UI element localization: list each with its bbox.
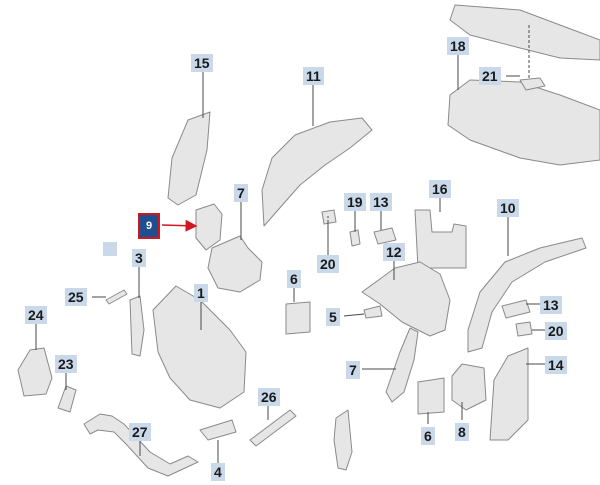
callout-7-upper[interactable]: 7 [234,184,248,202]
part-16 [414,209,467,269]
callout-20-lower[interactable]: 20 [545,322,567,340]
part-1 [152,285,247,409]
callout-24[interactable]: 24 [25,306,47,324]
callout-21[interactable]: 21 [479,67,501,85]
part-10 [467,237,587,353]
part-8 [451,363,487,411]
part-24 [17,347,53,397]
part-13-upper [373,227,397,245]
part-4 [199,419,237,441]
part-5 [363,305,383,319]
callout-12[interactable]: 12 [383,243,405,261]
part-27 [83,413,199,477]
part-20-lower [515,321,533,337]
callout-1[interactable]: 1 [194,284,208,302]
part-25 [105,289,128,305]
part-23 [57,385,77,413]
part-7-lower [385,327,419,403]
part-19 [349,229,361,247]
part-6-upper [285,301,311,335]
part-13-lower [501,299,531,319]
legend-swatch [103,242,117,256]
callout-7-lower[interactable]: 7 [346,361,360,379]
part-14 [489,347,529,441]
callout-13-lower[interactable]: 13 [540,296,562,314]
callout-15[interactable]: 15 [191,54,213,72]
part-18-panel [447,79,600,166]
callout-14[interactable]: 14 [545,356,567,374]
callout-20-upper[interactable]: 20 [317,255,339,273]
part-6-lower [417,377,445,415]
part-3 [129,295,145,357]
callout-19[interactable]: 19 [344,193,366,211]
callout-9-selected[interactable]: 9 [138,213,161,239]
part-18 [449,4,600,61]
callout-10[interactable]: 10 [497,199,519,217]
callout-25[interactable]: 25 [65,288,87,306]
callout-4[interactable]: 4 [211,463,225,481]
callout-8[interactable]: 8 [455,423,469,441]
part-9 [195,203,223,251]
part-26 [249,409,297,447]
callout-26[interactable]: 26 [258,388,280,406]
part-15 [167,111,211,206]
leader-5 [343,313,365,317]
callout-3[interactable]: 3 [132,249,146,267]
part-21 [519,77,546,91]
callout-18[interactable]: 18 [447,37,469,55]
part-2-bracket [333,409,353,471]
callout-27[interactable]: 27 [129,423,151,441]
selection-arrow [161,219,198,232]
part-20-upper [321,209,337,225]
callout-23[interactable]: 23 [55,355,77,373]
callout-5[interactable]: 5 [326,308,340,326]
callout-6-lower[interactable]: 6 [421,427,435,445]
part-7-upper [207,235,263,293]
callout-11[interactable]: 11 [303,67,324,85]
part-11 [261,117,373,227]
callout-13-upper[interactable]: 13 [370,193,392,211]
callout-6-upper[interactable]: 6 [287,270,301,288]
part-12 [361,261,451,337]
callout-16[interactable]: 16 [429,180,451,198]
